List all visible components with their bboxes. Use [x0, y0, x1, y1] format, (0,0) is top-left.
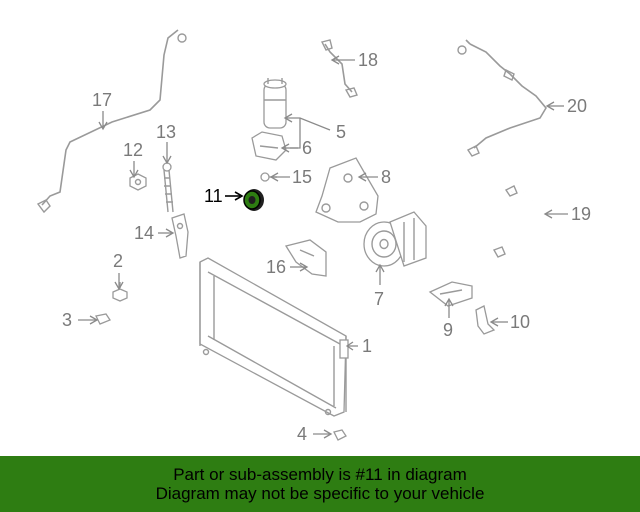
- callout-numbers: 17 18 5 6 12 13 15 11 8 7 14 16 2 3 1 4 …: [62, 50, 591, 444]
- part-18-hose: [320, 39, 358, 98]
- callout-13: 13: [156, 122, 176, 142]
- callout-17: 17: [92, 90, 112, 110]
- callout-18: 18: [358, 50, 378, 70]
- callout-3: 3: [62, 310, 72, 330]
- part-1-condenser: [199, 257, 349, 417]
- part-17-line: [36, 29, 187, 214]
- callout-19: 19: [571, 204, 591, 224]
- part-13-bolt: [162, 162, 174, 213]
- part-2-bolt: [112, 282, 128, 302]
- part-20-hose: [457, 39, 547, 157]
- callout-10: 10: [510, 312, 530, 332]
- part-7-compressor: [363, 211, 427, 267]
- callout-leaders: [78, 55, 568, 439]
- callout-15: 15: [292, 167, 312, 187]
- callout-4: 4: [297, 424, 307, 444]
- part-11-pulley-highlighted: [243, 189, 264, 211]
- callout-2: 2: [113, 251, 123, 271]
- callout-1: 1: [362, 336, 372, 356]
- part-3-clip: [95, 313, 111, 325]
- callout-20: 20: [567, 96, 587, 116]
- callout-8: 8: [381, 167, 391, 187]
- part-4-clip: [333, 429, 347, 441]
- banner-line-disclaimer: Diagram may not be specific to your vehi…: [155, 484, 485, 503]
- info-banner: Part or sub-assembly is #11 in diagram D…: [0, 456, 640, 512]
- part-16-cover: [284, 239, 327, 277]
- callout-12: 12: [123, 140, 143, 160]
- part-6-bracket: [251, 131, 287, 161]
- part-9-bracket: [428, 281, 473, 307]
- banner-line-part-info: Part or sub-assembly is #11 in diagram: [173, 465, 467, 484]
- callout-6: 6: [302, 138, 312, 158]
- callout-9: 9: [443, 320, 453, 340]
- callout-7: 7: [374, 289, 384, 309]
- callout-11: 11: [204, 186, 223, 206]
- callout-14: 14: [134, 223, 154, 243]
- part-5-receiver-drier: [263, 78, 287, 129]
- part-8-compressor-bracket: [315, 157, 379, 223]
- part-10-bracket: [475, 305, 496, 335]
- ac-parts-diagram: 17 18 5 6 12 13 15 11 8 7 14 16 2 3 1 4 …: [36, 29, 591, 444]
- part-19-hose: [492, 185, 542, 258]
- callout-16: 16: [266, 257, 286, 277]
- part-12-nut: [129, 173, 147, 191]
- callout-5: 5: [336, 122, 346, 142]
- part-14-bracket: [171, 213, 189, 259]
